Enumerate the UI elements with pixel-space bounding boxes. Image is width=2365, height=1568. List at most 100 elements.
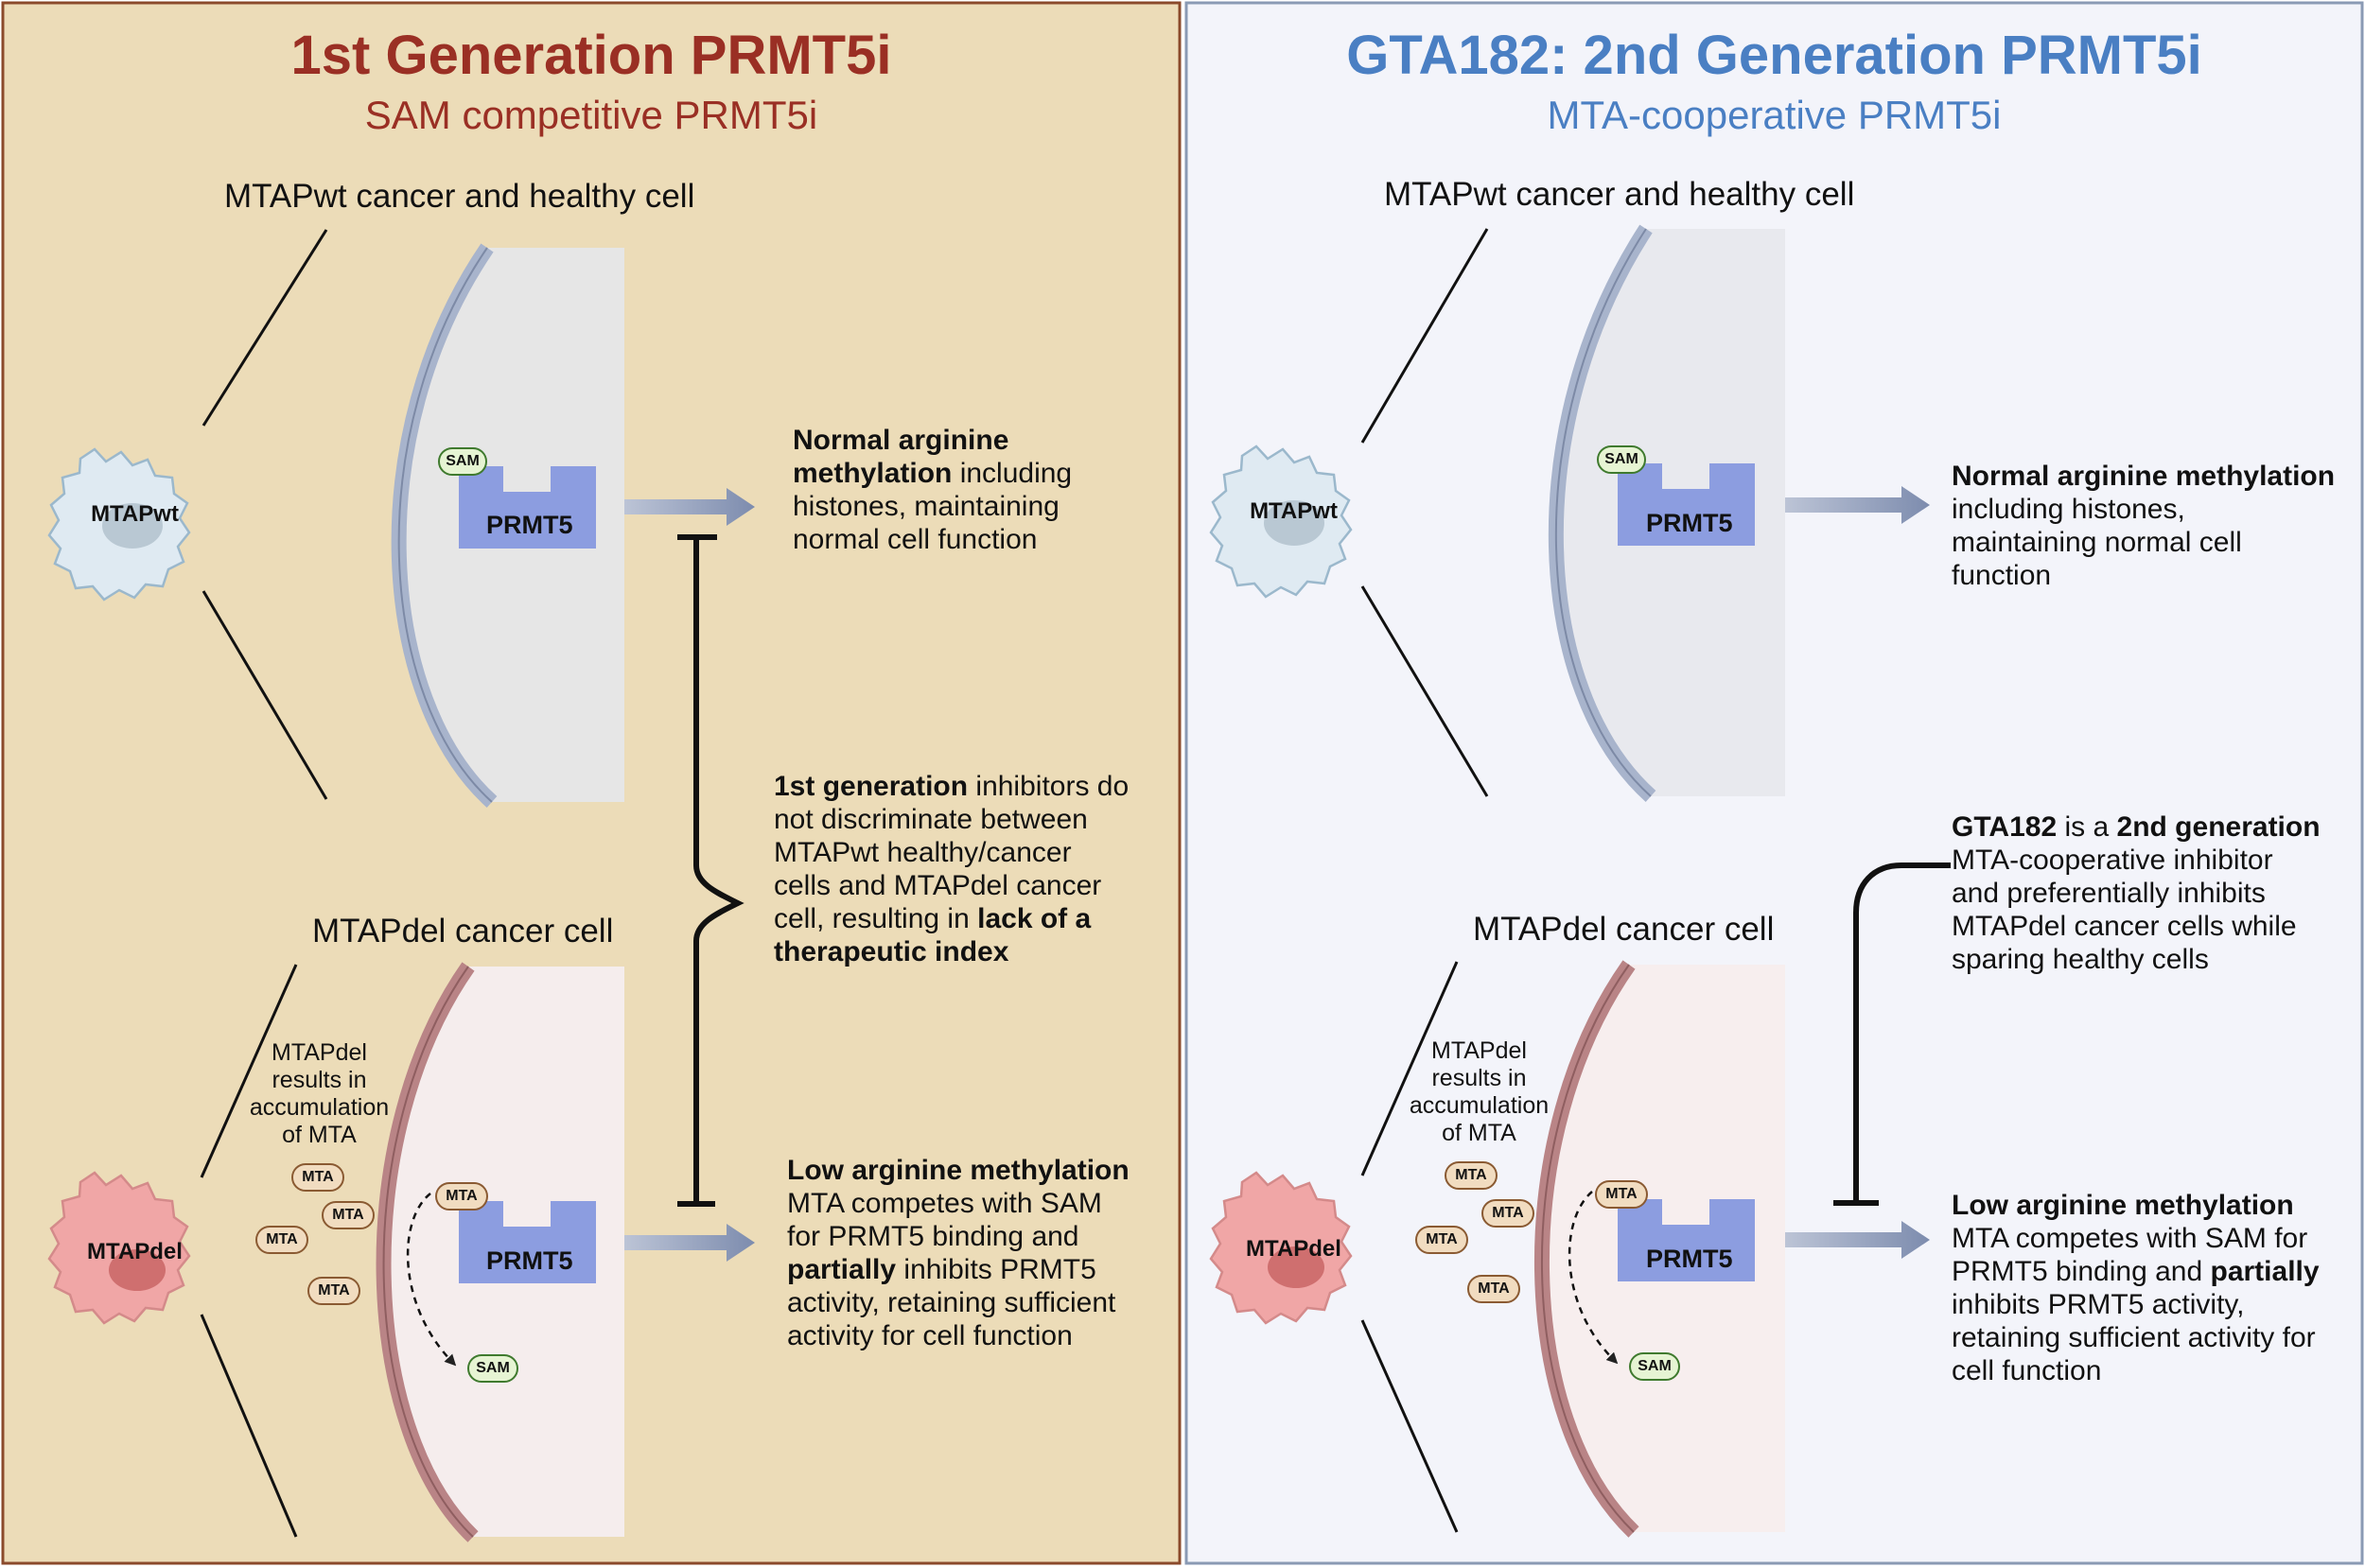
bold-text-run: 2nd generation (2116, 811, 2321, 843)
panel-title: 1st Generation PRMT5i (290, 25, 892, 86)
bold-text-run: methylation (793, 458, 953, 489)
text-run: normal cell function (793, 524, 1038, 555)
arrow (1785, 1221, 1930, 1259)
bold-text-run: Low arginine methylation (787, 1155, 1130, 1186)
cell-heading: MTAPdel cancer cell (312, 913, 614, 950)
text-run: MTA-cooperative inhibitor (1952, 845, 2273, 876)
text-line: GTA182 is a 2nd generation (1952, 810, 2321, 844)
zoom-line (200, 964, 298, 1178)
panel-subtitle: SAM competitive PRMT5i (364, 93, 818, 137)
bold-text-run: Normal arginine (793, 425, 1009, 456)
mta-molecule: MTA (291, 1163, 344, 1192)
text-line: including histones, (1952, 493, 2335, 526)
text-line: and preferentially inhibits (1952, 877, 2321, 910)
displacement-arrow (1568, 1191, 1619, 1365)
prmt5-protein (459, 466, 596, 549)
mta-molecule: MTA (435, 1182, 488, 1211)
text-line: Low arginine methylation (787, 1154, 1130, 1187)
note-line: of MTA (282, 1122, 357, 1148)
text-line: cells and MTAPdel cancer (774, 869, 1129, 902)
note-line: of MTA (1442, 1120, 1516, 1146)
note-line: accumulation (1409, 1092, 1550, 1119)
text-line: cell, resulting in lack of a (774, 902, 1129, 935)
text-run: not discriminate between (774, 804, 1088, 835)
mta-molecule: MTA (307, 1277, 360, 1305)
text-line: MTA competes with SAM (787, 1187, 1130, 1220)
text-run: inhibits PRMT5 (896, 1254, 1096, 1285)
text-line: Low arginine methylation (1952, 1189, 2320, 1222)
note-line: results in (1431, 1065, 1527, 1091)
text-line: 1st generation inhibitors do (774, 770, 1129, 803)
note-line: results in (272, 1067, 367, 1093)
text-line: sparing healthy cells (1952, 943, 2321, 976)
prmt5-label: PRMT5 (486, 1246, 573, 1275)
nucleus (1268, 1246, 1324, 1288)
text-run: MTA competes with SAM for (1952, 1223, 2308, 1254)
text-line: partially inhibits PRMT5 (787, 1253, 1130, 1286)
text-line: PRMT5 binding and partially (1952, 1255, 2320, 1288)
mta-molecule: MTA (1595, 1180, 1648, 1209)
note-line: MTAPdel (272, 1039, 367, 1066)
prmt5-label: PRMT5 (1646, 509, 1733, 537)
prmt5-label: PRMT5 (486, 511, 573, 539)
text-run: sparing healthy cells (1952, 944, 2209, 975)
text-run: cell function (1952, 1355, 2102, 1386)
mta-molecule: MTA (1415, 1226, 1468, 1254)
text-line: for PRMT5 binding and (787, 1220, 1130, 1253)
cell-label: MTAPwt (91, 501, 179, 527)
mta-molecule: MTA (1467, 1275, 1520, 1303)
panel-title: GTA182: 2nd Generation PRMT5i (1346, 25, 2202, 86)
text-line: retaining sufficient activity for (1952, 1321, 2320, 1354)
cell-heading: MTAPdel cancer cell (1473, 911, 1775, 948)
text-run: including (952, 458, 1073, 489)
text-run: including histones, (1952, 494, 2185, 525)
bold-text-run: partially (787, 1254, 897, 1285)
nucleus (1264, 500, 1324, 546)
sam-molecule: SAM (467, 1354, 518, 1383)
arrow (1785, 486, 1930, 524)
sam-molecule: SAM (1597, 445, 1646, 474)
text-line: activity for cell function (787, 1319, 1130, 1352)
text-run: PRMT5 binding and (1952, 1256, 2211, 1287)
text-run: histones, maintaining (793, 491, 1060, 522)
prmt5-protein (459, 1201, 596, 1283)
text-line: inhibits PRMT5 activity, (1952, 1288, 2320, 1321)
mta-molecule: MTA (255, 1226, 308, 1254)
text-run: MTAPdel cancer cells while (1952, 911, 2297, 942)
bold-text-run: Normal arginine methylation (1952, 461, 2336, 492)
text-line: Normal arginine methylation (1952, 460, 2335, 493)
cell-label: MTAPwt (1250, 498, 1338, 524)
text-line: MTA competes with SAM for (1952, 1222, 2320, 1255)
accumulation-note: MTAPdel results in accumulation of MTA (236, 1039, 402, 1149)
text-line: normal cell function (793, 523, 1072, 556)
inhibition-bracket (1853, 862, 1951, 1203)
mta-molecule: MTA (1445, 1161, 1498, 1190)
note-line: MTAPdel (1431, 1037, 1527, 1064)
text-line: MTAPdel cancer cells while (1952, 910, 2321, 943)
text-run: is a (2057, 811, 2117, 843)
text-line: Normal arginine (793, 424, 1072, 457)
zoom-line (201, 229, 328, 427)
note-line: accumulation (249, 1094, 390, 1121)
text-run: inhibits PRMT5 activity, (1952, 1289, 2245, 1320)
bold-text-run: 1st generation (774, 771, 969, 802)
text-run: MTA competes with SAM (787, 1188, 1102, 1219)
text-line: cell function (1952, 1354, 2320, 1387)
text-line: histones, maintaining (793, 490, 1072, 523)
nucleus (102, 503, 163, 549)
prmt5-protein (1618, 463, 1755, 546)
bold-text-run: GTA182 (1952, 811, 2058, 843)
panel-subtitle: MTA-cooperative PRMT5i (1547, 93, 2002, 137)
zoom-line (201, 590, 328, 800)
bold-text-run: lack of a (977, 903, 1092, 934)
nucleus (109, 1249, 166, 1291)
text-line: therapeutic index (774, 935, 1129, 968)
bold-text-run: Low arginine methylation (1952, 1190, 2294, 1221)
text-line: maintaining normal cell (1952, 526, 2335, 559)
